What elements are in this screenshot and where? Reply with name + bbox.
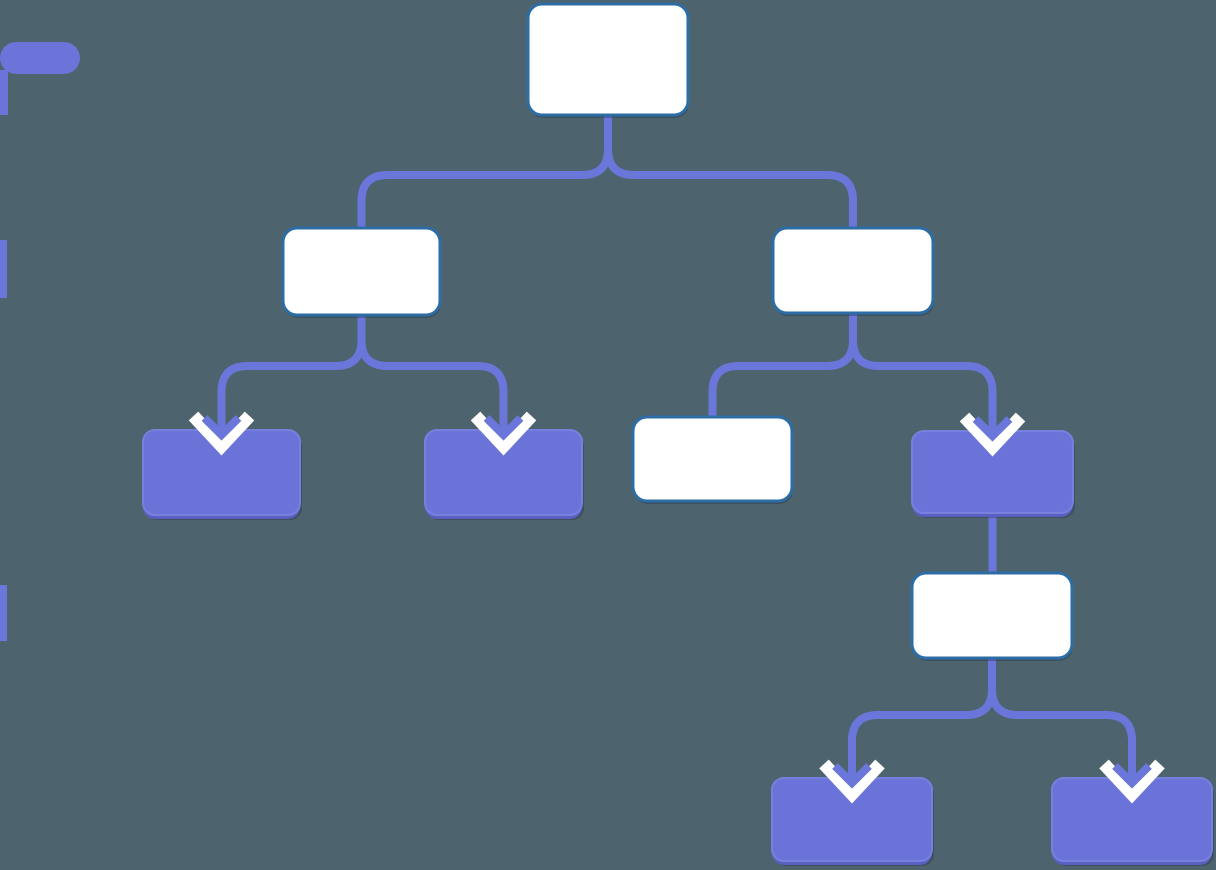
chevron-outline — [819, 759, 885, 804]
node-branch-bottom[interactable] — [0, 571, 1074, 661]
collapsed-subtree-icon — [0, 42, 80, 115]
chevron-arrowhead — [972, 416, 1013, 442]
edge-branch-right-to-node-mid — [849, 313, 997, 436]
node-branch-right[interactable] — [0, 226, 935, 316]
chevron-arrowhead — [201, 415, 242, 441]
chevron-down-icon — [470, 411, 537, 456]
chevron-down-icon — [188, 411, 255, 456]
chevron-arrowhead — [1112, 763, 1152, 789]
chevron-outline — [470, 411, 537, 456]
edges-layer — [217, 115, 1136, 783]
vertical-bar-icon — [0, 240, 7, 296]
markers-layer — [188, 411, 1165, 804]
chevron-arrowhead — [832, 763, 872, 789]
icon-pill — [0, 42, 80, 74]
node-leaf-white[interactable] — [631, 415, 794, 504]
chevron-outline — [188, 411, 255, 456]
node-root[interactable] — [0, 2, 690, 118]
chevron-outline — [959, 412, 1026, 457]
chevron-outline — [1099, 759, 1165, 804]
node-leaf-d[interactable] — [1051, 777, 1214, 866]
node-body — [526, 2, 690, 117]
chevron-down-icon — [819, 759, 885, 804]
edge-root-to-branch-right — [604, 115, 857, 231]
icon-stem — [0, 70, 8, 115]
chevron-arrowhead — [483, 415, 524, 441]
edge-root-to-branch-left — [357, 115, 612, 231]
node-branch-left[interactable] — [0, 226, 442, 318]
edge-branch-bottom-to-leaf-d — [988, 658, 1136, 783]
chevron-down-icon — [959, 412, 1026, 457]
chevron-down-icon — [1099, 759, 1165, 804]
edge-branch-right-to-leaf-white — [708, 313, 857, 420]
node-body — [771, 226, 935, 315]
node-node-mid[interactable] — [911, 430, 1075, 518]
vertical-bar-icon — [0, 585, 7, 641]
node-leaf-a[interactable] — [142, 429, 302, 520]
node-body — [910, 571, 1074, 660]
node-body — [281, 226, 442, 317]
edge-branch-left-to-leaf-b — [357, 315, 508, 435]
node-body — [631, 415, 794, 503]
